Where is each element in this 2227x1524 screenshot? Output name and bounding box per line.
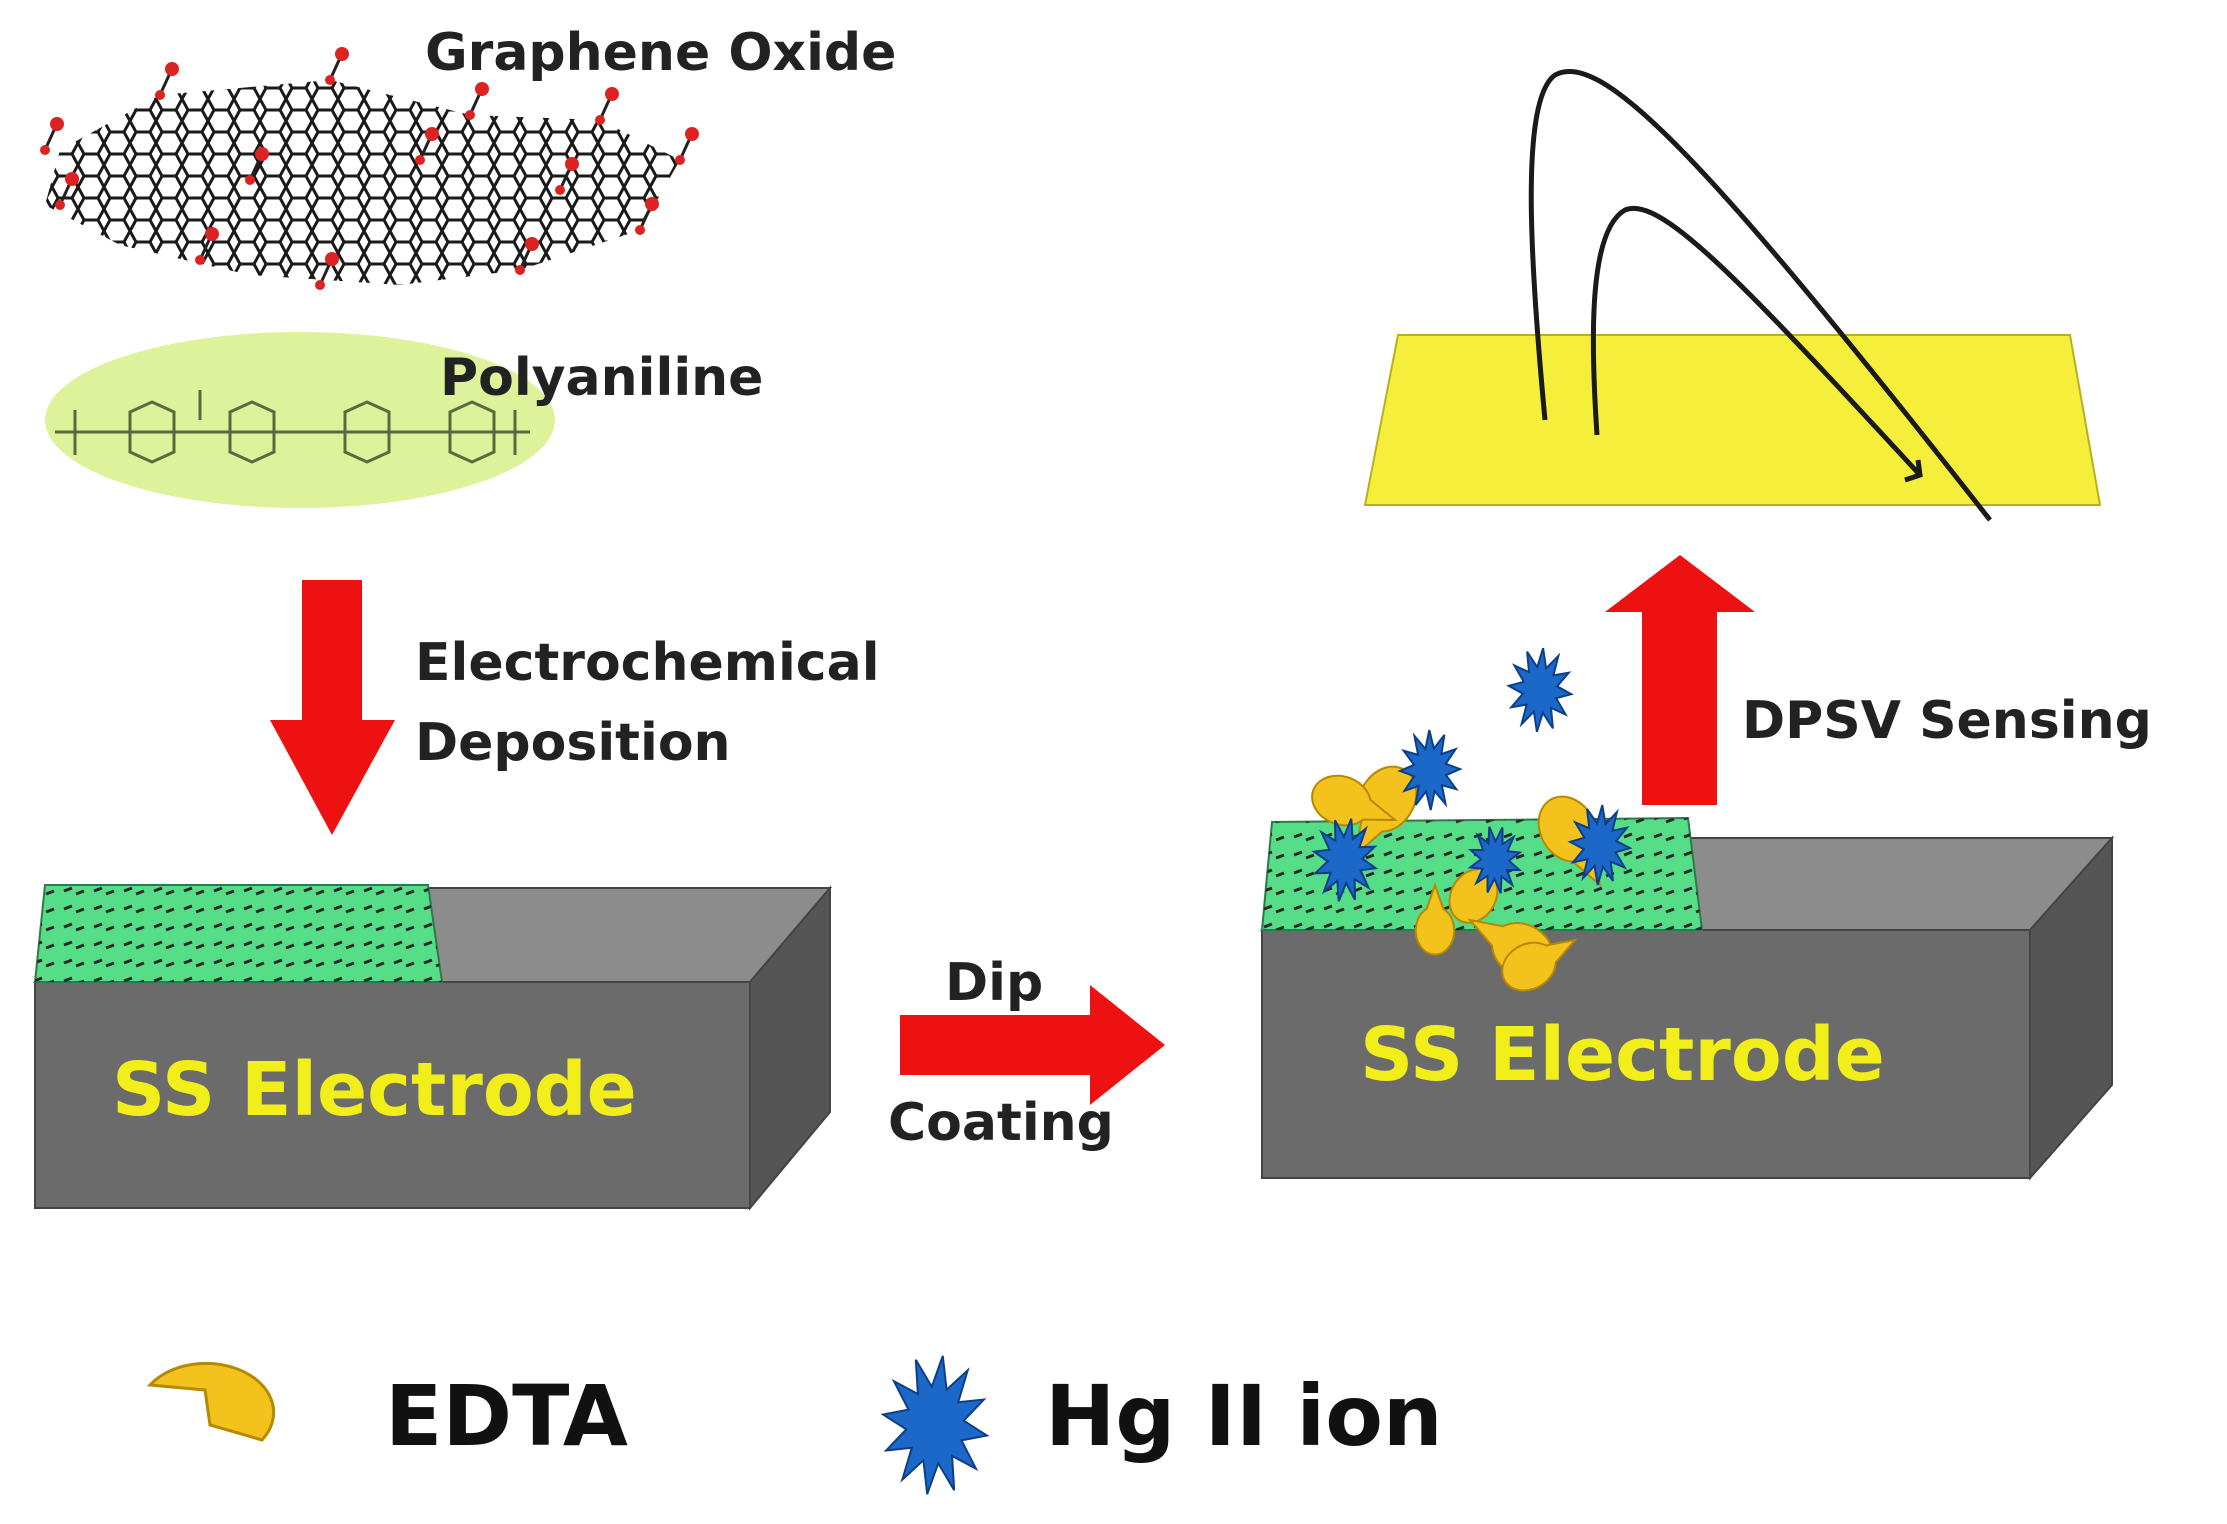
dpsv-up-arrow — [1605, 555, 1755, 805]
oxygen-functional-groups — [40, 47, 699, 290]
polyaniline-structure — [45, 332, 555, 508]
polyaniline-label: Polyaniline — [440, 348, 763, 408]
left-electrode-label: SS Electrode — [112, 1047, 637, 1133]
hg-ion-legend-label: Hg II ion — [1045, 1367, 1443, 1465]
edta-legend-label: EDTA — [385, 1367, 628, 1465]
hg-ion-legend-icon — [880, 1355, 990, 1495]
dpsv-sensing-label: DPSV Sensing — [1742, 691, 2152, 751]
right-electrode-label: SS Electrode — [1360, 1012, 1885, 1098]
coating-label: Coating — [888, 1093, 1114, 1153]
left-ss-electrode — [32, 884, 833, 1211]
voltammogram-curve-large — [1528, 69, 1992, 522]
right-ss-electrode — [1259, 816, 2115, 1181]
dip-label: Dip — [945, 953, 1043, 1013]
graphene-oxide-sheet — [40, 47, 699, 290]
voltammogram-curve-small — [1590, 205, 1922, 477]
deposition-down-arrow — [270, 580, 395, 835]
dpsv-voltammogram — [1363, 69, 2102, 522]
electrochemical-label: Electrochemical — [415, 633, 880, 693]
edta-legend-icon — [146, 1361, 276, 1442]
graphene-oxide-label: Graphene Oxide — [425, 23, 896, 83]
legend: EDTA Hg II ion — [146, 1355, 1443, 1495]
deposition-label: Deposition — [415, 713, 731, 773]
edta-molecules-on-film — [1311, 765, 1602, 992]
hg-ions-on-film — [1311, 647, 1633, 902]
dip-coating-arrow — [900, 985, 1165, 1105]
